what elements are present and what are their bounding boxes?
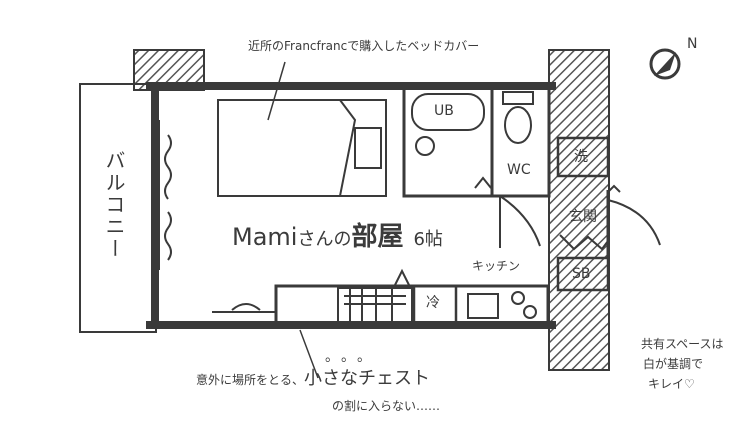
- kitchen-label: キッチン: [472, 259, 521, 273]
- shoe-box-label: SB: [572, 266, 591, 282]
- small-chest: [212, 303, 276, 313]
- bed-cover-note: 近所のFrancfrancで購入したベッドカバー: [248, 39, 480, 53]
- room-title-room: 部屋: [351, 222, 404, 252]
- entrance-area: [556, 136, 661, 292]
- chest-pointer: [299, 329, 319, 379]
- balcony-window: [158, 120, 172, 270]
- room-title-san: さんの: [297, 229, 352, 250]
- kitchen-sink: [467, 293, 499, 319]
- shared-space-line3: キレイ♡: [648, 377, 695, 391]
- pillar-right: [548, 49, 610, 371]
- bed-cover-pointer: [267, 61, 286, 121]
- chest-note-line1: 意外に場所をとる、小さなチェスト: [196, 370, 430, 388]
- chest-note-highlight: 小さなチェスト: [304, 368, 431, 389]
- shared-space-line1: 共有スペースは: [641, 337, 724, 351]
- toilet-bowl: [504, 106, 532, 144]
- bed: [217, 99, 387, 197]
- emphasis-dots: 。。。: [325, 349, 380, 365]
- compass-north-label: N: [687, 36, 698, 52]
- sink-basin: [415, 136, 435, 156]
- compass-icon: [649, 48, 681, 80]
- toilet-room: [490, 86, 551, 248]
- bath-label: UB: [434, 103, 454, 119]
- room-title-name: Mami: [232, 223, 298, 251]
- stove-burner-1: [511, 291, 525, 305]
- washer-label: 洗: [574, 149, 588, 165]
- chest-note-line2: の割に入らない……: [332, 399, 441, 413]
- room-title: Mamiさんの部屋 6帖: [232, 224, 443, 250]
- toilet-label: WC: [507, 162, 531, 178]
- balcony-label: バルコニー: [102, 150, 126, 260]
- fridge-box: [412, 284, 458, 326]
- fridge-label: 冷: [426, 295, 440, 311]
- kitchen-counter: [274, 268, 550, 326]
- room-size: 6帖: [413, 229, 443, 250]
- stove-burner-2: [523, 305, 537, 319]
- shared-space-line2: 白が基調で: [643, 357, 704, 371]
- entrance-label: 玄関: [569, 209, 597, 225]
- chest-note-prefix: 意外に場所をとる、: [196, 373, 305, 387]
